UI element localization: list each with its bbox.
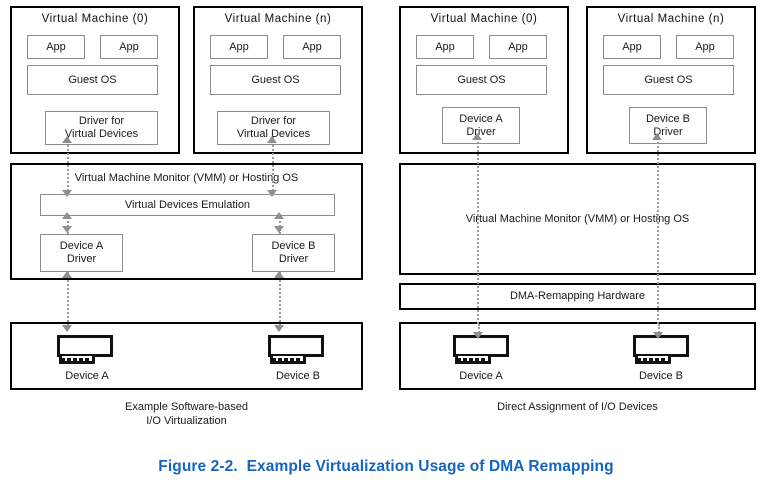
left-connector-hw-b-arrow-down: [274, 325, 284, 332]
left-connector-hw-a: [67, 272, 69, 330]
right-vm-n-driver-label: Device B Driver: [645, 112, 691, 138]
left-connector-vm0-arrow-down: [62, 190, 72, 197]
right-connector-hw-a-arrow: [473, 332, 483, 339]
right-vm-0-app-0-label: App: [435, 40, 455, 53]
figure-caption: Figure 2-2. Example Virtualization Usage…: [158, 458, 614, 475]
left-vmm-emulation: Virtual Devices Emulation: [40, 194, 335, 216]
left-device-a-label: Device A: [65, 370, 109, 382]
right-device-b-icon: [633, 335, 689, 365]
left-vm-n-title: Virtual Machine (n): [224, 13, 332, 25]
left-vmm-device-b-driver: Device B Driver: [252, 234, 335, 272]
right-vm-0-app-1-label: App: [508, 40, 528, 53]
left-device-b-icon: [268, 335, 324, 365]
left-connector-vmn-arrow-down: [267, 190, 277, 197]
right-vm-0-title: Virtual Machine (0): [430, 13, 538, 25]
right-vm-n-driver: Device B Driver: [629, 107, 707, 144]
left-vm-0-app-0-label: App: [46, 40, 66, 53]
left-vm-0-app-1-label: App: [119, 40, 139, 53]
left-connector-hw-b-arrow-up: [274, 271, 284, 278]
left-vmm-device-a-driver: Device A Driver: [40, 234, 123, 272]
left-vm-0-app-0: App: [27, 35, 85, 59]
right-vm-0-app-1: App: [489, 35, 547, 59]
right-connector-b-arrow-up: [652, 133, 662, 140]
right-connector-a-arrow-up: [472, 133, 482, 140]
right-dma-remapping-hardware: DMA-Remapping Hardware: [399, 283, 756, 310]
left-vm-n-guest-os: Guest OS: [210, 65, 341, 95]
left-connector-vmn-arrow-up: [267, 136, 277, 143]
right-vm-0-guest-os: Guest OS: [416, 65, 547, 95]
right-device-a-label: Device A: [459, 370, 503, 382]
right-vmm: Virtual Machine Monitor (VMM) or Hosting…: [399, 163, 756, 275]
left-vm-0-guest-os-label: Guest OS: [68, 73, 117, 86]
left-vmm-device-b-driver-label: Device B Driver: [271, 240, 316, 265]
left-connector-emul-a: [67, 214, 69, 234]
left-vmm-title: Virtual Machine Monitor (VMM) or Hosting…: [74, 172, 299, 184]
left-vm-0-title: Virtual Machine (0): [41, 13, 149, 25]
left-vm-n-guest-os-label: Guest OS: [251, 73, 300, 86]
left-vm-0-guest-os: Guest OS: [27, 65, 158, 95]
right-vm-n-app-0: App: [603, 35, 661, 59]
right-device-a-icon: [453, 335, 509, 365]
right-vm-0-app-0: App: [416, 35, 474, 59]
right-vm-n-app-0-label: App: [622, 40, 642, 53]
right-vm-0-guest-os-label: Guest OS: [457, 73, 506, 86]
left-vm-n-app-1: App: [283, 35, 341, 59]
left-connector-vmn: [272, 137, 274, 195]
right-vm-n-app-1-label: App: [695, 40, 715, 53]
right-vm-n: Virtual Machine (n) App App Guest OS Dev…: [586, 6, 756, 154]
left-hardware: Device A Device B: [10, 322, 363, 390]
right-vm-0: Virtual Machine (0) App App Guest OS Dev…: [399, 6, 569, 154]
left-vm-n-app-0-label: App: [229, 40, 249, 53]
left-vm-n: Virtual Machine (n) App App Guest OS Dri…: [193, 6, 363, 154]
right-connector-hw-a-seg: [478, 324, 480, 336]
right-connector-hw-b-arrow: [653, 332, 663, 339]
right-vm-n-title: Virtual Machine (n): [617, 13, 725, 25]
left-vmm-emulation-label: Virtual Devices Emulation: [124, 198, 251, 211]
right-connector-b: [657, 135, 659, 324]
left-connector-emul-a-arrow-down: [62, 226, 72, 233]
left-connector-vm0-arrow-up: [62, 136, 72, 143]
right-connector-hw-b-seg: [658, 324, 660, 336]
left-vm-n-app-0: App: [210, 35, 268, 59]
left-device-a-icon: [57, 335, 113, 365]
left-device-b-label: Device B: [275, 370, 321, 382]
left-vm-n-app-1-label: App: [302, 40, 322, 53]
left-vm-0-driver-label: Driver for Virtual Devices: [64, 115, 139, 140]
right-vm-n-guest-os: Guest OS: [603, 65, 734, 95]
left-connector-emul-a-arrow-up: [62, 212, 72, 219]
left-connector-emul-b-arrow-down: [274, 226, 284, 233]
left-connector-hw-b: [279, 272, 281, 330]
left-vm-0-app-1: App: [100, 35, 158, 59]
left-panel-caption: Example Software-based I/O Virtualizatio…: [125, 401, 248, 427]
right-vm-n-guest-os-label: Guest OS: [644, 73, 693, 86]
left-vmm-device-a-driver-label: Device A Driver: [59, 240, 104, 265]
right-device-b-label: Device B: [638, 370, 684, 382]
right-vm-n-app-1: App: [676, 35, 734, 59]
left-connector-vm0: [67, 137, 69, 195]
left-connector-emul-b-arrow-up: [274, 212, 284, 219]
left-connector-hw-a-arrow-up: [62, 271, 72, 278]
right-connector-a: [477, 135, 479, 324]
left-vmm: Virtual Machine Monitor (VMM) or Hosting…: [10, 163, 363, 280]
left-connector-emul-b: [279, 214, 281, 234]
right-vmm-title: Virtual Machine Monitor (VMM) or Hosting…: [465, 213, 690, 225]
right-hardware: Device A Device B: [399, 322, 756, 390]
right-dma-remapping-hardware-label: DMA-Remapping Hardware: [509, 290, 646, 302]
left-vm-n-driver-label: Driver for Virtual Devices: [236, 115, 311, 140]
left-connector-hw-a-arrow-down: [62, 325, 72, 332]
left-vm-0: Virtual Machine (0) App App Guest OS Dri…: [10, 6, 180, 154]
right-panel-caption: Direct Assignment of I/O Devices: [497, 401, 658, 413]
